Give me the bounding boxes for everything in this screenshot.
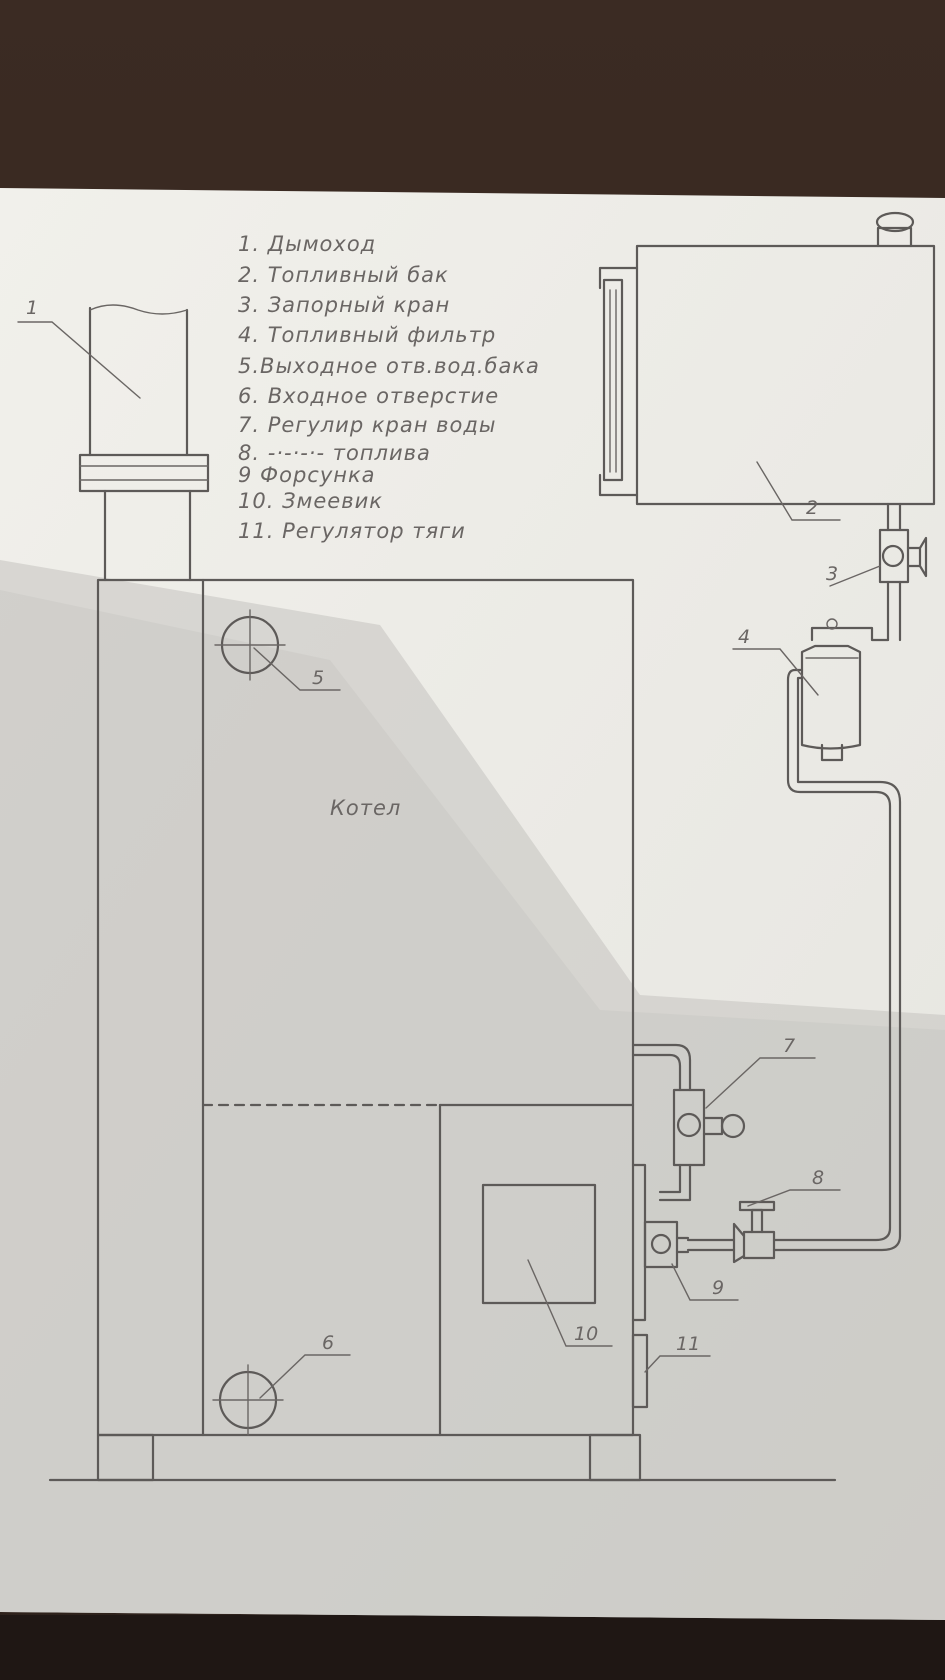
fuel-filter [800, 618, 890, 762]
callout-7: 7 [783, 1035, 795, 1057]
fuel-line [772, 668, 902, 1252]
callout-3: 3 [826, 563, 838, 585]
shadow-region [0, 560, 945, 1620]
legend-item-2: 2. Топливный бак [238, 263, 449, 287]
fuel-tank [598, 211, 936, 506]
callout-4: 4 [738, 626, 750, 648]
callout-9: 9 [712, 1277, 724, 1299]
draft-regulator [631, 1333, 649, 1409]
legend-item-1: 1. Дымоход [238, 232, 376, 256]
legend-item-11: 11. Регулятор тяги [238, 519, 466, 543]
legend: 1. Дымоход 2. Топливный бак 3. Запорный … [238, 232, 540, 543]
callout-1: 1 [26, 297, 38, 319]
chimney [78, 304, 210, 582]
shutoff-valve [878, 502, 928, 642]
legend-item-6: 6. Входное отверстие [238, 384, 499, 408]
legend-item-3: 3. Запорный кран [238, 293, 450, 317]
legend-item-10: 10. Змеевик [238, 489, 383, 513]
callout-8: 8 [812, 1167, 824, 1189]
callout-6: 6 [322, 1332, 334, 1354]
water-outlet-hole [214, 609, 286, 681]
callout-11: 11 [676, 1333, 700, 1355]
boiler-label: Котел [330, 796, 401, 820]
legend-item-5: 5.Выходное отв.вод.бака [238, 354, 540, 378]
boiler: Котел [48, 578, 837, 1482]
water-inlet-hole [212, 1364, 284, 1436]
fuel-valve [686, 1200, 776, 1264]
coil [481, 1183, 597, 1305]
burner [631, 1163, 690, 1322]
callout-leaders [17, 321, 881, 1399]
callout-numbers: 1 2 3 4 5 6 7 8 9 10 11 [26, 297, 838, 1355]
water-regulating-valve [631, 1043, 746, 1202]
desk-bottom-edge [0, 1615, 945, 1680]
legend-item-9: 9 Форсунка [238, 463, 376, 487]
callout-2: 2 [806, 497, 818, 519]
legend-item-7: 7. Регулир кран воды [238, 413, 496, 437]
callout-5: 5 [312, 667, 324, 689]
callout-10: 10 [574, 1323, 598, 1345]
legend-item-8: 8. -·-·-·- топлива [238, 441, 431, 465]
legend-item-4: 4. Топливный фильтр [238, 323, 496, 347]
